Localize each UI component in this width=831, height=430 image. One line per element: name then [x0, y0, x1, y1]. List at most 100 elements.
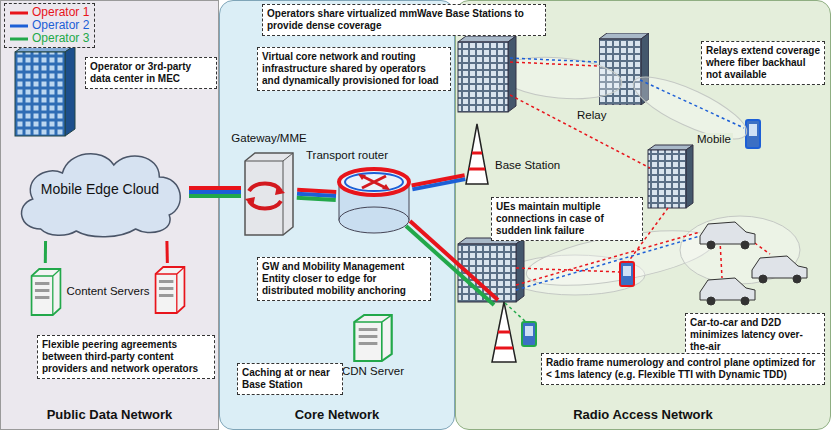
shape [628, 208, 668, 262]
shape [245, 153, 293, 235]
icon [351, 313, 395, 363]
callout-text: Virtual core network and routing infrast… [262, 51, 446, 87]
callout-box: Caching at or near Base Station [237, 363, 343, 395]
shape [354, 315, 391, 361]
icon [29, 267, 63, 317]
shape [759, 275, 767, 283]
shape [29, 267, 63, 317]
shape [339, 207, 409, 233]
shape [10, 11, 28, 14]
node-label: Mobile [695, 133, 733, 147]
shape [382, 184, 390, 190]
callout-box: Car-to-car and D2D minimizes latency ove… [685, 313, 825, 357]
shape [707, 241, 715, 249]
shape [749, 124, 757, 136]
shape [362, 176, 386, 188]
shape [492, 302, 516, 362]
server-label: Content Servers [65, 285, 151, 299]
shape [525, 326, 533, 336]
shape [15, 52, 65, 136]
backhaul-link [406, 221, 498, 305]
car [700, 222, 807, 305]
shape [359, 328, 378, 331]
panel-title: Radio Access Network [456, 407, 830, 423]
shape [458, 36, 516, 42]
legend-row: Operator 1 [10, 6, 89, 19]
shape [495, 347, 513, 350]
callout-box: Flexible peering agreements between thir… [37, 335, 215, 379]
shape [153, 265, 187, 315]
legend-swatch [10, 9, 28, 17]
shape [165, 241, 168, 263]
callout-text: Car-to-car and D2D minimizes latency ove… [690, 317, 820, 353]
node-label: Transport router [304, 149, 390, 163]
callout-text: Caching at or near Base Station [242, 367, 338, 391]
shape [752, 256, 807, 278]
callout-box: Radio frame numerology and control plane… [541, 353, 825, 385]
shape [189, 186, 241, 190]
callout-text: Operator or 3rd-party data center in MEC [90, 61, 212, 85]
shape [406, 226, 494, 305]
shape [472, 152, 482, 155]
icon [153, 265, 187, 315]
legend-row: Operator 3 [10, 32, 89, 45]
node-label: CDN Server [340, 365, 406, 379]
shape [159, 287, 173, 290]
panel-title: Public Data Network [1, 407, 218, 423]
shape [686, 145, 693, 208]
shape [640, 80, 744, 128]
node-label: Gateway/MME [229, 132, 308, 146]
shape [700, 278, 755, 300]
legend-row: Operator 2 [10, 19, 89, 32]
wireless-links [505, 58, 770, 322]
callout-text: Flexible peering agreements between thir… [42, 339, 210, 375]
cloud-label: Mobile Edge Cloud [11, 181, 189, 198]
shape [700, 222, 755, 244]
legend-swatch [10, 22, 28, 30]
shape [412, 179, 465, 189]
shape [516, 232, 700, 285]
shape [623, 266, 631, 276]
icon [336, 166, 412, 236]
shape [32, 269, 61, 315]
shape [626, 65, 754, 150]
shape [505, 303, 526, 322]
shape [510, 62, 598, 66]
shape [746, 120, 760, 148]
content-servers: Content Servers [29, 263, 187, 325]
data-center-building [15, 45, 75, 136]
network-link [189, 188, 241, 196]
shape [648, 150, 686, 208]
callout-box: Operator or 3rd-party data center in MEC [85, 57, 217, 89]
shape [458, 238, 524, 244]
cloud-shape: Mobile Edge Cloud [11, 141, 189, 241]
shape [466, 124, 488, 184]
cdn-server: CDN Server [351, 313, 395, 363]
shape [44, 241, 47, 263]
shape [516, 236, 700, 290]
shape [793, 275, 801, 283]
legend-swatch [10, 35, 28, 43]
shape [275, 185, 285, 195]
radio-beams [496, 53, 800, 296]
shape [354, 315, 391, 361]
callout-box: Relays extend coverage where fiber backh… [701, 41, 825, 85]
legend-text: Operator 3 [32, 32, 89, 45]
shape [189, 194, 241, 198]
shape [359, 335, 378, 338]
shape [707, 297, 715, 305]
mobile-phone [522, 262, 634, 346]
shape [741, 241, 749, 249]
node-label: Base Station [493, 159, 562, 173]
callout-box: UEs maintain multiple connections in cas… [491, 197, 643, 241]
shape [35, 282, 49, 285]
node-label: Relay [575, 109, 608, 123]
shape [516, 238, 524, 302]
shape [65, 45, 75, 136]
icon [241, 151, 297, 237]
legend-text: Operator 1 [32, 6, 89, 19]
network-link [412, 175, 466, 189]
transport-router: Transport router [336, 166, 412, 236]
panel-title: Core Network [220, 407, 454, 423]
callout-box: Operators share virtualized mmWave Base … [262, 4, 546, 36]
